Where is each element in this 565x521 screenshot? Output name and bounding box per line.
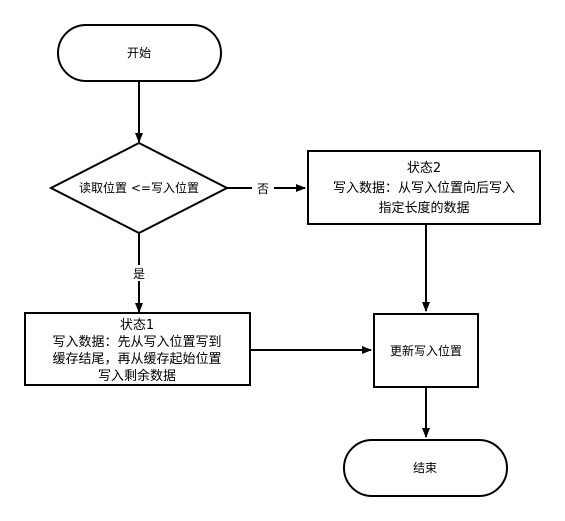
end-node: 结束 xyxy=(343,439,508,497)
state2-title: 状态2 xyxy=(407,161,441,176)
state1-line1: 写入数据：先从写入位置写到 xyxy=(52,335,221,350)
start-label: 开始 xyxy=(127,46,151,60)
state1-line3: 写入剩余数据 xyxy=(98,368,176,384)
decision-node: 读取位置 <=写入位置 xyxy=(48,141,230,235)
edge-no-label: 否 xyxy=(257,182,269,196)
start-node: 开始 xyxy=(57,24,222,82)
update-label: 更新写入位置 xyxy=(390,343,462,358)
decision-label: 读取位置 <=写入位置 xyxy=(79,180,199,195)
update-node: 更新写入位置 xyxy=(373,313,479,388)
state1-title: 状态1 xyxy=(120,318,154,333)
edge-yes-label: 是 xyxy=(133,267,145,281)
state1-line2: 缓存结尾，再从缓存起始位置 xyxy=(52,352,221,367)
state2-line2: 指定长度的数据 xyxy=(378,200,469,216)
state1-node: 状态1 写入数据：先从写入位置写到 缓存结尾，再从缓存起始位置 写入剩余数据 xyxy=(24,312,251,386)
end-label: 结束 xyxy=(413,461,437,475)
state2-line1: 写入数据：从写入位置向后写入 xyxy=(333,180,515,196)
state2-node: 状态2 写入数据：从写入位置向后写入 指定长度的数据 xyxy=(307,150,541,225)
